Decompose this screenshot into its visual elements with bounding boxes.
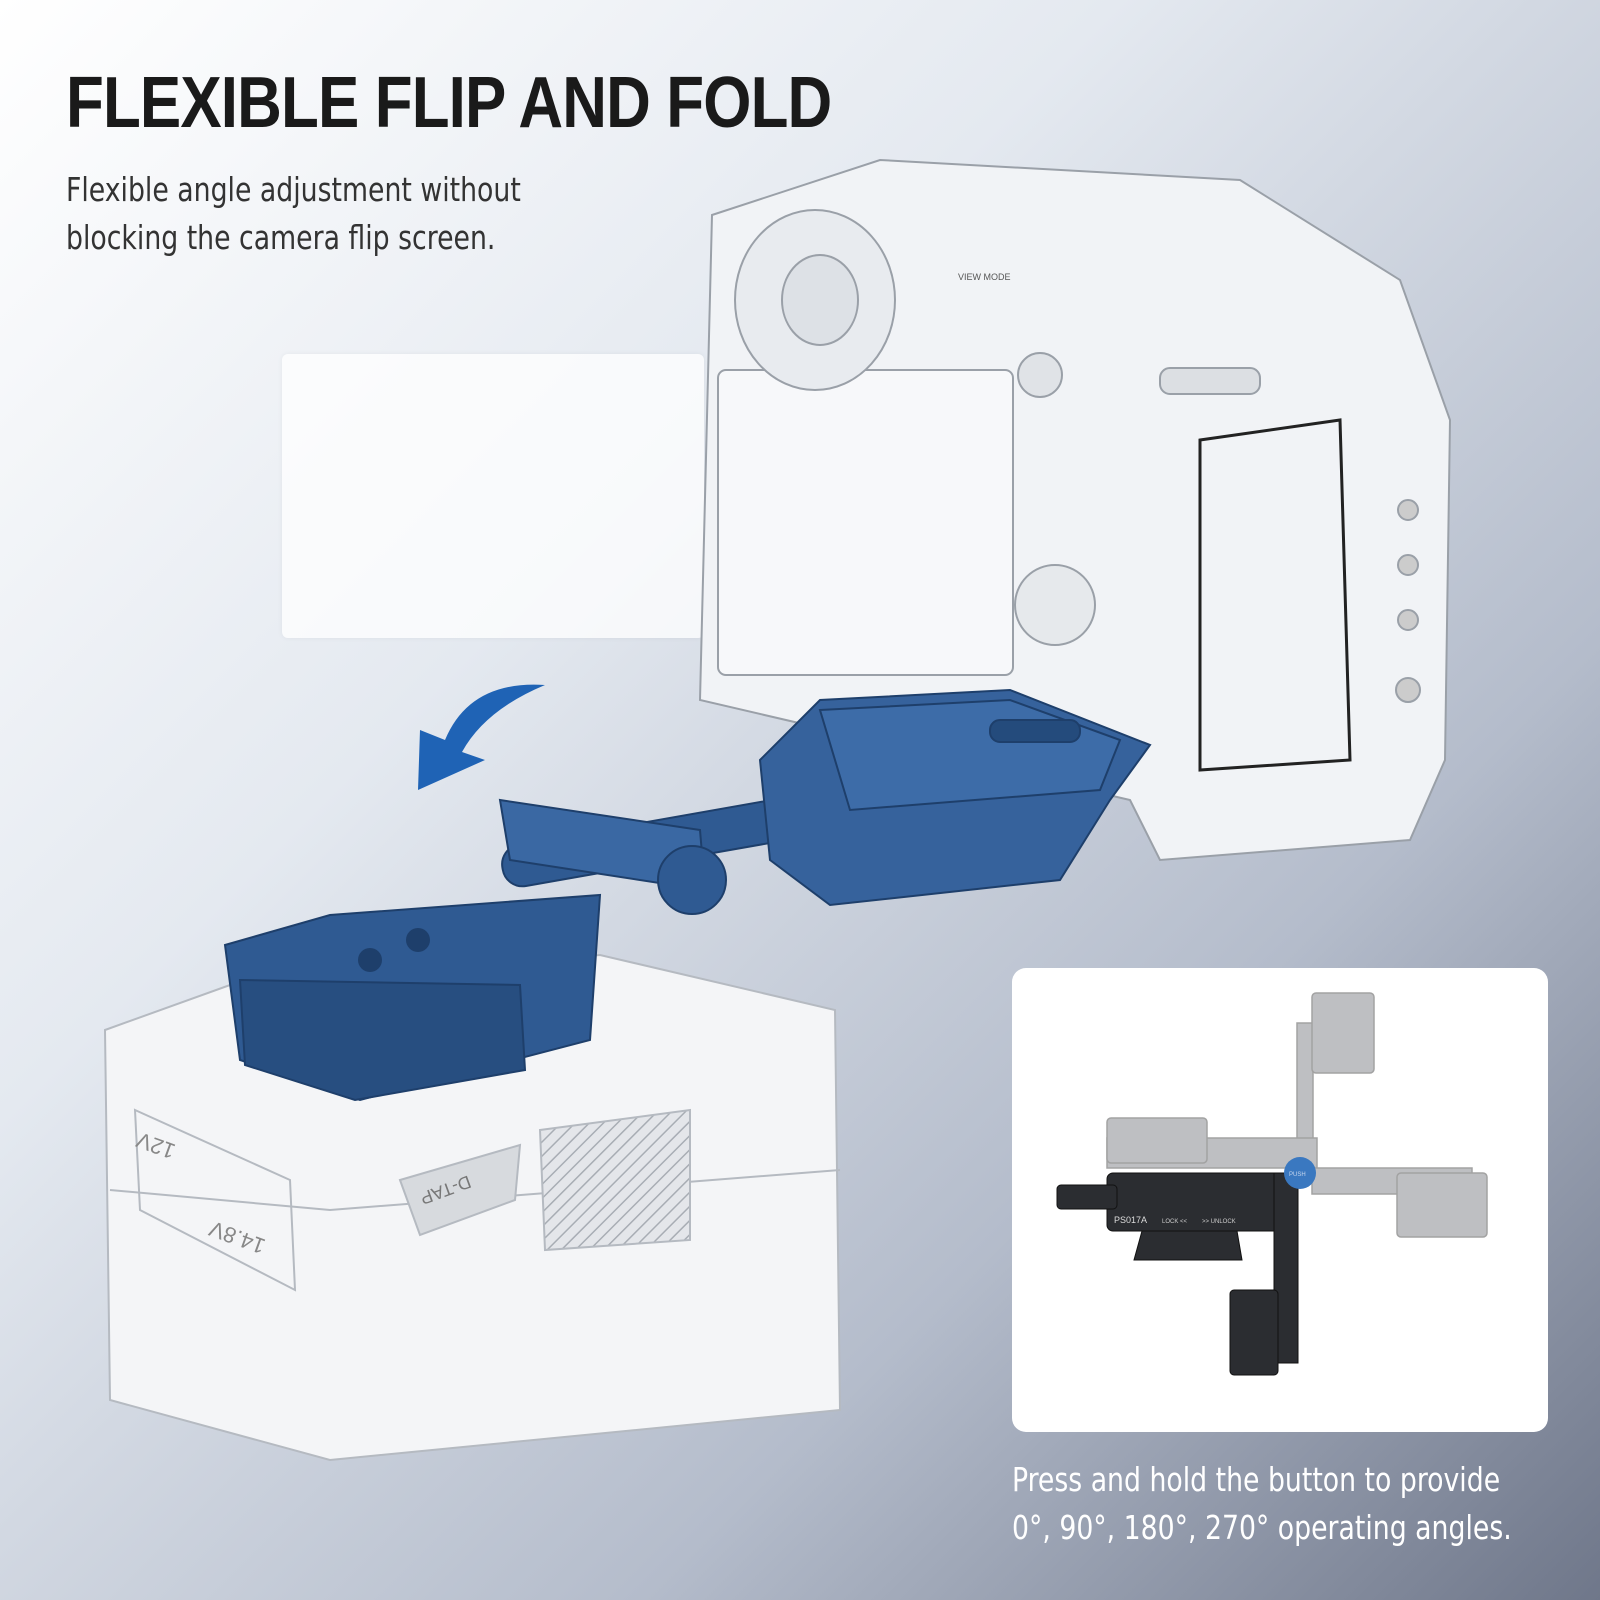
caption-line: Press and hold the button to provide (1012, 1460, 1501, 1499)
camera-illustration (698, 158, 1452, 862)
headline: FLEXIBLE FLIP AND FOLD (66, 63, 832, 143)
subtitle-line: blocking the camera flip screen. (66, 218, 496, 257)
battery-illustration (103, 953, 842, 1462)
bracket-hole (406, 928, 430, 952)
lock-label: LOCK << (1162, 1219, 1188, 1225)
model-label: PS017A (1114, 1215, 1147, 1225)
subtitle-line: Flexible angle adjustment without (66, 170, 521, 209)
blue-bracket-illustration (223, 688, 1152, 1102)
caption: Press and hold the button to provide 0°,… (1012, 1456, 1588, 1552)
curved-arrow-down-left-icon (418, 684, 545, 790)
subtitle: Flexible angle adjustment without blocki… (66, 166, 624, 262)
push-button (1284, 1157, 1316, 1189)
flipped-screen-panel (282, 354, 704, 638)
caption-line: 0°, 90°, 180°, 270° operating angles. (1012, 1508, 1512, 1547)
push-label: PUSH (1289, 1172, 1306, 1178)
unlock-label: >> UNLOCK (1202, 1219, 1236, 1225)
bracket-hole (358, 948, 382, 972)
angle-bracket-detail-illustration: PUSH PS017A LOCK << >> UNLOCK (1056, 992, 1488, 1376)
inset-detail-card: PUSH PS017A LOCK << >> UNLOCK (1012, 968, 1548, 1432)
camera-marking: VIEW MODE (958, 272, 1011, 282)
